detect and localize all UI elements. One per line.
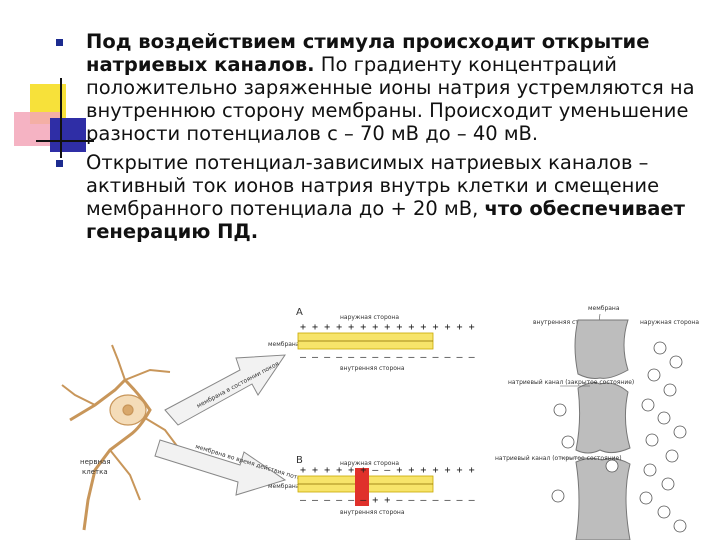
panel-b-open-channel [355,468,369,506]
bullet-item-1: Под воздействием стимула происходит откр… [52,30,716,145]
neuron-illustration [61,344,181,531]
panel-b-outer-label: наружная сторона [340,460,399,467]
decor-horizontal-line [36,140,94,142]
panel-a-outer-label: наружная сторона [340,314,399,321]
bullet-2-text: Открытие потенциал-зависимых натриевых к… [86,151,660,220]
bullet-1-text: По градиенту концентраций положительно з… [86,53,695,145]
panel-b-letter: В [296,455,303,466]
panel-b-top-row: + + + + + + – – + + + + + + + [300,465,475,476]
decor-vertical-line [60,78,62,158]
bullet-item-2: Открытие потенциал-зависимых натриевых к… [52,151,716,243]
bullet-2-bold: что обеспечивает генерацию ПД. [86,197,685,243]
panel-a-membrane-label: мембрана [268,341,300,348]
right-open-label: натриевый канал (открытое состояние) [495,455,622,462]
panel-a-minus-row: – – – – – – – – – – – – – – – [300,352,476,363]
panel-b-membrane-label: мембрана [268,483,300,490]
right-membrane-blocks [574,319,631,540]
panel-b-bottom-row: – – – – – – + + – – – – – – – [300,495,476,506]
bullet-marker-icon [56,160,63,167]
nerve-cell-label-2: клетка [82,468,108,476]
panel-a-letter: А [296,307,303,318]
right-membrane-label: мембрана [588,305,620,312]
panel-a-plus-row: + + + + + + + + + + + + + + + [300,322,475,333]
sodium-ions [551,341,687,533]
decor-blue-square [50,118,86,152]
panel-a-inner-label: внутренняя сторона [340,365,405,372]
right-outer-label: наружная сторона [640,319,699,326]
bullet-list: Под воздействием стимула происходит откр… [52,30,716,249]
right-closed-label: натриевый канал (закрытое состояние) [508,379,634,386]
arrow-top [164,354,286,426]
arrow-top-text: мембрана в состоянии покоя [196,360,281,410]
arrow-bottom [154,439,287,496]
membrane-diagram: нервная клетка мембрана в состоянии поко… [61,305,699,540]
right-inner-label: внутренняя сторона [533,319,598,326]
nerve-cell-label-1: нервная [80,458,111,466]
bullet-marker-icon [56,39,63,46]
panel-b-inner-label: внутренняя сторона [340,509,405,516]
bullet-1-bold: Под воздействием стимула происходит откр… [86,30,650,76]
